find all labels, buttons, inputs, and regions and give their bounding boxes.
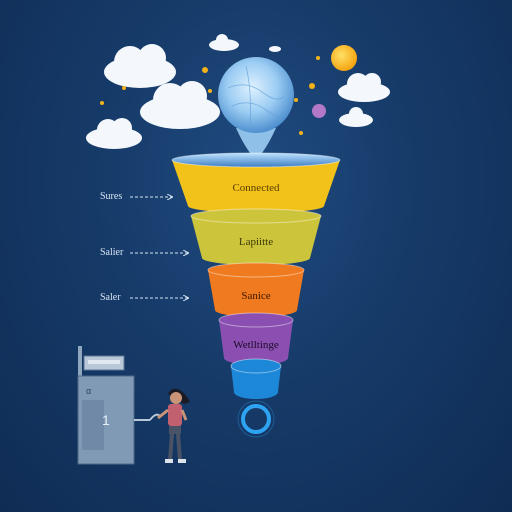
person-icon [157, 388, 190, 463]
cloud-icon [338, 73, 390, 102]
stage-label-lapiitte: Lapiitte [238, 236, 274, 248]
funnel-tier-2 [190, 208, 322, 265]
planet-icon [312, 104, 326, 118]
cloud-icon [86, 118, 142, 149]
funnel-tier-4 [218, 312, 294, 365]
cloud-icon [269, 46, 281, 52]
cloud-icon [104, 44, 176, 88]
side-label-2: Salier [100, 247, 124, 258]
stage-label-sanice: Sanice [241, 290, 271, 302]
machine-code: α [86, 386, 92, 396]
funnel-tier-1 [171, 152, 341, 213]
stage-label-connected: Connected [232, 182, 280, 194]
ring-icon [241, 404, 271, 434]
cloud-icon [140, 81, 220, 129]
side-label-3: Saler [100, 292, 121, 303]
funnel-tier-5 [230, 358, 282, 399]
machine-icon [77, 346, 161, 465]
side-label-1: Sures [100, 191, 123, 202]
stage-label-wetlltinge: Wetlltinge [233, 339, 279, 351]
funnel [171, 152, 341, 399]
cloud-icon [339, 107, 373, 127]
sun-icon [331, 45, 357, 71]
sparkle-dots [100, 56, 320, 135]
machine-number: 1 [102, 412, 110, 428]
funnel-tier-3 [207, 262, 305, 317]
side-arrows [130, 197, 188, 298]
lightbulb-icon [218, 57, 294, 160]
cloud-icon [209, 34, 239, 51]
